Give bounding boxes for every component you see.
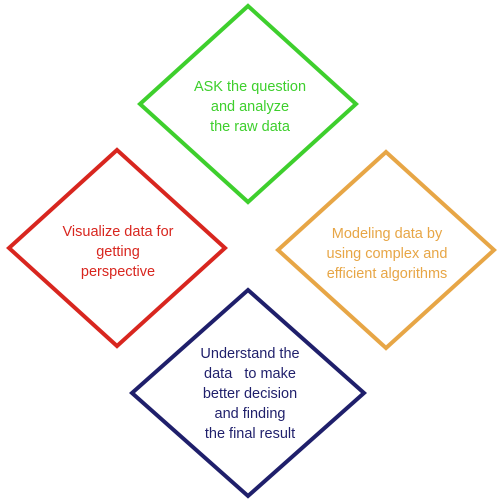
diamond-understand — [128, 287, 368, 499]
step-ask-line-2: and analyze — [210, 99, 290, 115]
step-visualize-line-3: perspective — [80, 264, 156, 280]
step-understand-line-2: data to make — [204, 366, 296, 382]
step-visualize-line-1: Visualize data for — [62, 224, 174, 240]
step-visualize-text: Visualize data for getting perspective — [18, 220, 218, 284]
diamond-visualize — [6, 147, 228, 349]
step-understand-line-1: Understand the — [200, 346, 300, 362]
step-modeling-line-2: using complex and — [326, 246, 448, 262]
step-understand-line-4: and finding — [214, 406, 286, 422]
step-ask-line-3: the raw data — [210, 119, 290, 135]
step-understand-line-5: the final result — [204, 426, 296, 442]
step-understand-text: Understand the data to make better decis… — [145, 342, 355, 446]
diamond-ask — [137, 3, 359, 205]
step-understand-line-3: better decision — [202, 386, 298, 402]
diamond-modeling — [275, 149, 497, 351]
step-ask-line-1: ASK the question — [193, 79, 307, 95]
step-modeling-text: Modeling data by using complex and effic… — [282, 222, 492, 286]
step-visualize-line-2: getting — [96, 244, 140, 260]
step-modeling-line-3: efficient algorithms — [326, 266, 448, 282]
step-ask-text: ASK the question and analyze the raw dat… — [150, 75, 350, 139]
step-modeling-line-1: Modeling data by — [331, 226, 443, 242]
